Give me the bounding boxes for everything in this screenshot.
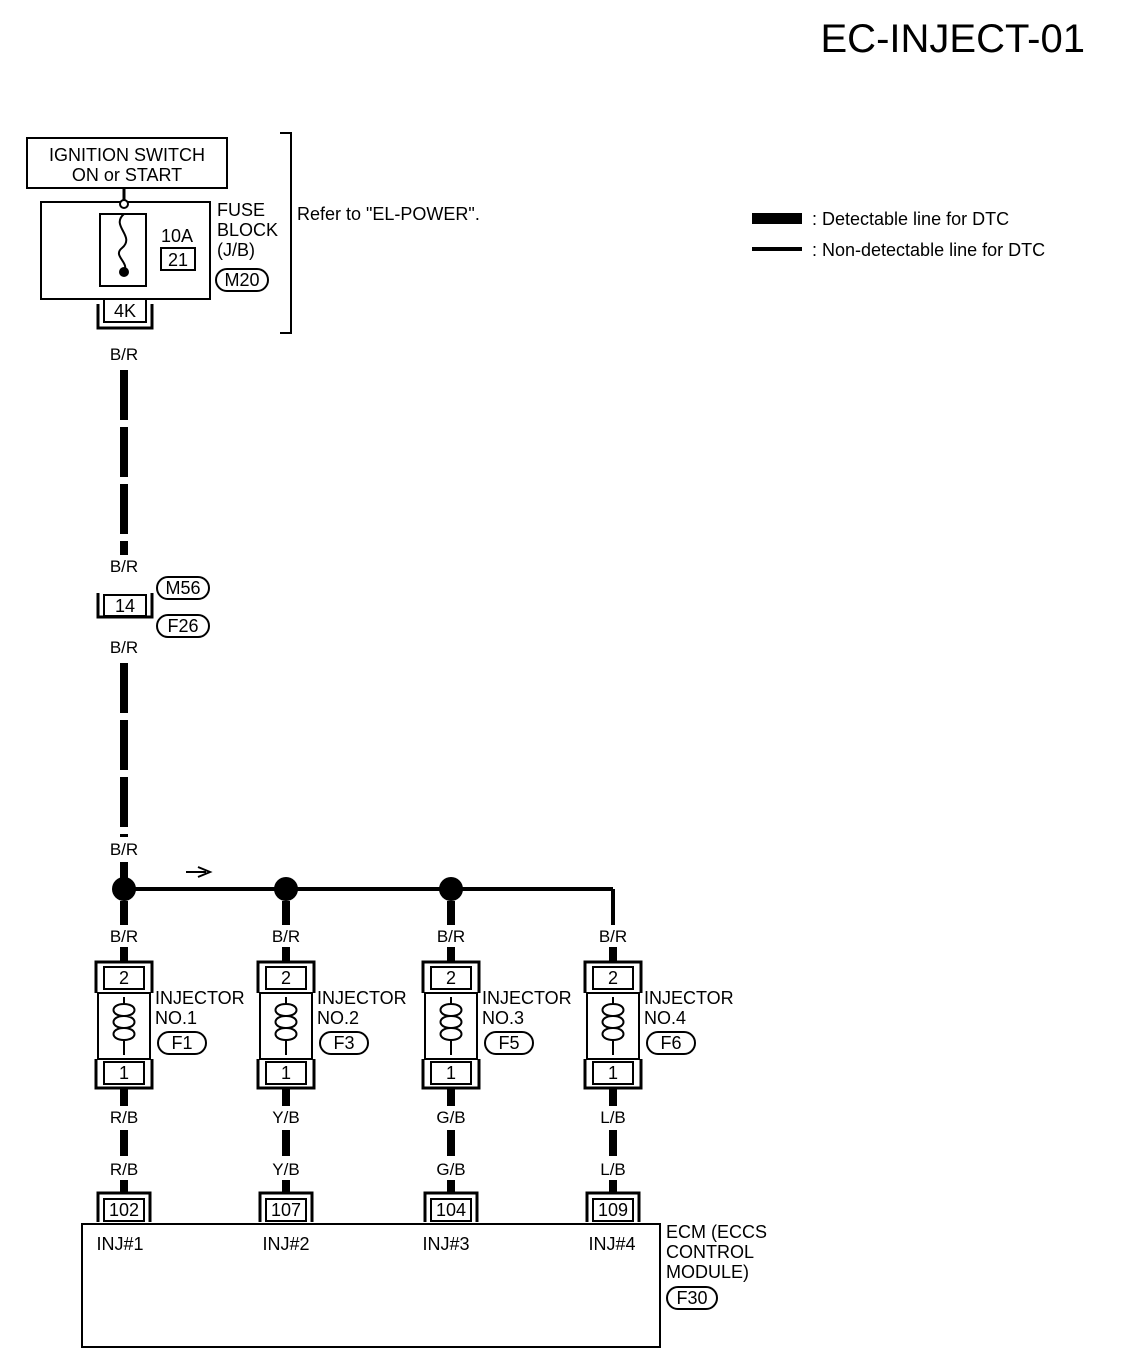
injector-3-connector: F5 bbox=[498, 1033, 519, 1053]
coil-icon bbox=[601, 997, 625, 1055]
coil-icon bbox=[439, 997, 463, 1055]
injector-2-line1: INJECTOR bbox=[317, 988, 407, 1008]
ecm-name-line1: ECM (ECCS bbox=[666, 1222, 767, 1242]
wire-label: B/R bbox=[599, 927, 627, 946]
wire-label: B/R bbox=[272, 927, 300, 946]
ignition-switch-line2: ON or START bbox=[72, 165, 182, 185]
injector-3-wire-bottom: G/B bbox=[436, 1160, 465, 1179]
harness-connector-male: M56 bbox=[165, 578, 200, 598]
injector-2-ecm-terminal: 107 bbox=[271, 1200, 301, 1220]
injector-3-top-pin: 2 bbox=[446, 968, 456, 988]
ecm-connector: F30 bbox=[676, 1288, 707, 1308]
fuse-number: 21 bbox=[168, 250, 188, 270]
wire-label: B/R bbox=[437, 927, 465, 946]
ecm-label-inj3: INJ#3 bbox=[422, 1234, 469, 1254]
injector-2-line2: NO.2 bbox=[317, 1008, 359, 1028]
wire-label: B/R bbox=[110, 557, 138, 576]
legend: : Detectable line for DTC : Non-detectab… bbox=[752, 209, 1045, 260]
injector-4-connector: F6 bbox=[660, 1033, 681, 1053]
injector-1-line1: INJECTOR bbox=[155, 988, 245, 1008]
ecm-label-inj2: INJ#2 bbox=[262, 1234, 309, 1254]
coil-icon bbox=[274, 997, 298, 1055]
harness-connector-female: F26 bbox=[167, 616, 198, 636]
harness-connector-m56-f26: 14 M56 F26 bbox=[96, 576, 210, 638]
injector-3-line1: INJECTOR bbox=[482, 988, 572, 1008]
harness-connector-terminal: 14 bbox=[115, 596, 135, 616]
legend-detectable-label: : Detectable line for DTC bbox=[812, 209, 1009, 229]
coil-icon bbox=[112, 997, 136, 1055]
injector-1-top-pin: 2 bbox=[119, 968, 129, 988]
wire-label: B/R bbox=[110, 840, 138, 859]
ecm-module: INJ#1 INJ#2 INJ#3 INJ#4 ECM (ECCS CONTRO… bbox=[81, 1222, 767, 1348]
injector-4-line2: NO.4 bbox=[644, 1008, 686, 1028]
direction-arrow-icon bbox=[186, 866, 213, 878]
wire-label: B/R bbox=[110, 345, 138, 364]
injector-3-bottom-pin: 1 bbox=[446, 1063, 456, 1083]
junction-dot bbox=[439, 877, 463, 901]
junction-dot bbox=[274, 877, 298, 901]
injector-1-line2: NO.1 bbox=[155, 1008, 197, 1028]
ecm-name-line2: CONTROL bbox=[666, 1242, 754, 1262]
injector-2-wire-top: Y/B bbox=[272, 1108, 299, 1127]
fuse-block-line1: FUSE bbox=[217, 200, 265, 220]
injector-1-ecm-terminal: 102 bbox=[109, 1200, 139, 1220]
injector-3: B/R 2 1 INJECTOR NO.3 F5 G/B G/B 104 bbox=[421, 901, 572, 1222]
legend-non-detectable-swatch bbox=[752, 247, 802, 251]
page-code: EC-INJECT-01 bbox=[821, 17, 1086, 61]
injector-1-bottom-pin: 1 bbox=[119, 1063, 129, 1083]
fuse-block-line3: (J/B) bbox=[217, 240, 255, 260]
injector-4-wire-top: L/B bbox=[600, 1108, 626, 1127]
fuse-block-terminal: 4K bbox=[114, 301, 136, 321]
injector-2-connector: F3 bbox=[333, 1033, 354, 1053]
injector-3-wire-top: G/B bbox=[436, 1108, 465, 1127]
injector-3-ecm-terminal: 104 bbox=[436, 1200, 466, 1220]
injector-1-wire-top: R/B bbox=[110, 1108, 138, 1127]
injector-4-line1: INJECTOR bbox=[644, 988, 734, 1008]
fuse-block-line2: BLOCK bbox=[217, 220, 278, 240]
injector-2-top-pin: 2 bbox=[281, 968, 291, 988]
injector-4-wire-bottom: L/B bbox=[600, 1160, 626, 1179]
injector-1-wire-bottom: R/B bbox=[110, 1160, 138, 1179]
ignition-switch: IGNITION SWITCH ON or START bbox=[26, 137, 228, 189]
injector-2-bottom-pin: 1 bbox=[281, 1063, 291, 1083]
injector-2: B/R 2 1 INJECTOR NO.2 F3 Y/B Y/B 107 bbox=[256, 901, 407, 1222]
ecm-label-inj4: INJ#4 bbox=[588, 1234, 635, 1254]
ecm-name-line3: MODULE) bbox=[666, 1262, 749, 1282]
junction-dot bbox=[112, 877, 136, 901]
injector-4-bottom-pin: 1 bbox=[608, 1063, 618, 1083]
fuse-icon bbox=[117, 213, 128, 273]
wire-label: B/R bbox=[110, 927, 138, 946]
injector-4-ecm-terminal: 109 bbox=[598, 1200, 628, 1220]
injector-3-line2: NO.3 bbox=[482, 1008, 524, 1028]
ecm-label-inj1: INJ#1 bbox=[96, 1234, 143, 1254]
injector-1: B/R 2 1 INJECTOR NO.1 F1 R/B R/B 102 bbox=[94, 901, 245, 1222]
fuse-amperage: 10A bbox=[161, 226, 193, 246]
injector-2-wire-bottom: Y/B bbox=[272, 1160, 299, 1179]
fuse-block: 10A 21 FUSE BLOCK (J/B) M20 4K Refer to … bbox=[40, 132, 480, 334]
legend-detectable-swatch bbox=[752, 213, 802, 224]
injector-1-connector: F1 bbox=[171, 1033, 192, 1053]
refer-el-power-note: Refer to "EL-POWER". bbox=[297, 204, 480, 224]
fuse-block-connector: M20 bbox=[224, 270, 259, 290]
injector-4-top-pin: 2 bbox=[608, 968, 618, 988]
ignition-switch-line1: IGNITION SWITCH bbox=[49, 145, 205, 165]
injector-4: B/R 2 1 INJECTOR NO.4 F6 L/B L/B 109 bbox=[583, 918, 734, 1222]
legend-non-detectable-label: : Non-detectable line for DTC bbox=[812, 240, 1045, 260]
wire-label: B/R bbox=[110, 638, 138, 657]
